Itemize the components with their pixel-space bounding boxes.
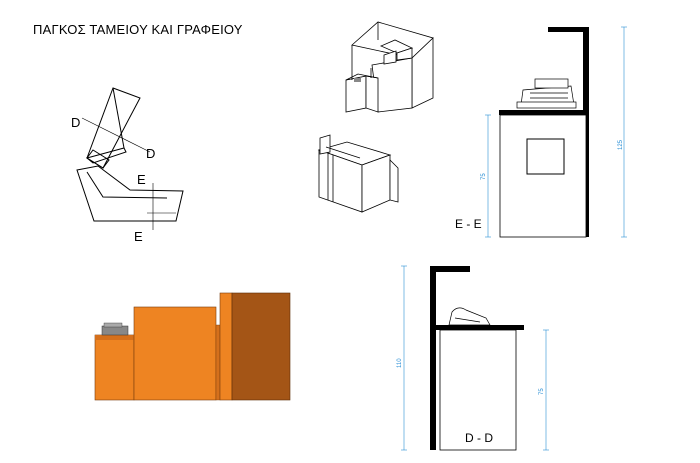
cut-e-top-label: E	[137, 172, 146, 187]
cash-register	[516, 78, 577, 109]
cut-d-bottom-label: D	[146, 146, 155, 161]
axonometric-counter	[345, 21, 434, 113]
page-title: ΠΑΓΚΟΣ ΤΑΜΕΙΟΥ ΚΑΙ ΓΡΑΦΕΙΟΥ	[33, 22, 243, 37]
dim-total-height: 125	[618, 139, 624, 150]
counter-top-d	[436, 325, 524, 330]
section-d-label: D - D	[465, 431, 493, 445]
counter-top	[499, 110, 587, 115]
axonometric-cash-desk	[317, 134, 399, 213]
office-desk	[231, 292, 291, 401]
dim-total-height-d: 110	[397, 358, 403, 368]
cut-e-bottom-label: E	[134, 229, 143, 244]
dim-counter-height-d: 75	[539, 388, 545, 395]
plan-view	[76, 87, 184, 230]
cut-d-top-label: D	[71, 115, 80, 130]
register-icon	[101, 325, 129, 336]
counter-body-d	[439, 329, 517, 451]
low-counter-top	[95, 335, 134, 340]
drawer-panel	[526, 138, 565, 175]
top-shelf-d	[430, 266, 470, 272]
section-e-label: E - E	[455, 217, 482, 231]
office-side-panel	[219, 292, 233, 401]
section-e-e: 75 125 E - E	[455, 26, 627, 238]
top-shelf	[548, 27, 586, 32]
colored-elevation	[94, 292, 291, 401]
counter-body	[499, 114, 587, 238]
dim-counter-height: 75	[481, 173, 487, 180]
low-counter	[94, 334, 135, 401]
section-d-d: 110 75 D - D	[397, 265, 549, 451]
back-panel-d	[430, 266, 436, 450]
high-counter	[133, 306, 217, 401]
cash-register-d	[448, 307, 491, 326]
